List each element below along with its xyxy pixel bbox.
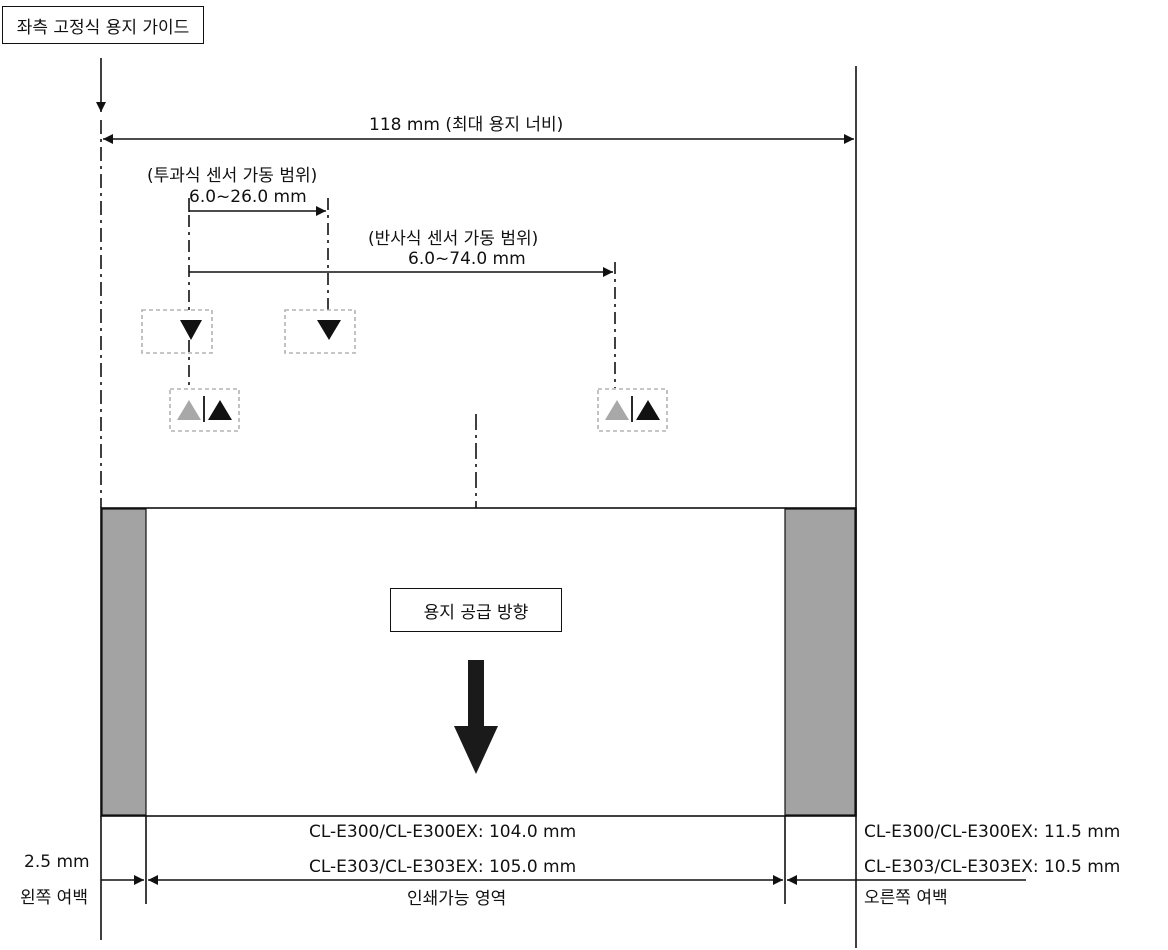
feed-arrow-head bbox=[454, 726, 498, 774]
feed-arrow-shaft bbox=[468, 660, 484, 728]
max-width-label: 118 mm (최대 용지 너비) bbox=[369, 115, 564, 135]
upper-sensor-box-right bbox=[284, 309, 356, 354]
left-guide-label: 좌측 고정식 용지 가이드 bbox=[2, 6, 204, 44]
left-margin-value: 2.5 mm bbox=[24, 852, 90, 872]
transmissive-range-value: 6.0~26.0 mm bbox=[189, 187, 307, 207]
feed-direction-label: 용지 공급 방향 bbox=[390, 588, 562, 632]
e303-printable-width: CL-E303/CL-E303EX: 105.0 mm bbox=[309, 857, 577, 877]
reflective-range-title: (반사식 센서 가동 범위) bbox=[368, 229, 539, 249]
lower-sensor-receiver-right bbox=[636, 400, 660, 420]
reflective-range-value: 6.0~74.0 mm bbox=[408, 249, 526, 269]
left-margin-label: 왼쪽 여백 bbox=[20, 888, 88, 908]
right-margin-label: 오른쪽 여백 bbox=[864, 888, 948, 908]
lower-sensor-receiver-left bbox=[208, 400, 232, 420]
upper-sensor-box-left bbox=[141, 309, 213, 354]
e300-right-margin: CL-E300/CL-E300EX: 11.5 mm bbox=[864, 822, 1121, 842]
left-margin-area bbox=[101, 508, 147, 816]
upper-sensor-marker-left bbox=[180, 320, 202, 340]
transmissive-range-title: (투과식 센서 가동 범위) bbox=[147, 166, 318, 186]
e303-right-margin: CL-E303/CL-E303EX: 10.5 mm bbox=[864, 857, 1121, 877]
lower-sensor-emitter-right bbox=[605, 400, 629, 420]
e300-printable-width: CL-E300/CL-E300EX: 104.0 mm bbox=[309, 822, 577, 842]
printable-area-label: 인쇄가능 영역 bbox=[407, 889, 507, 909]
lower-sensor-emitter-left bbox=[177, 400, 201, 420]
upper-sensor-marker-right bbox=[317, 320, 341, 340]
right-margin-area bbox=[784, 508, 856, 816]
